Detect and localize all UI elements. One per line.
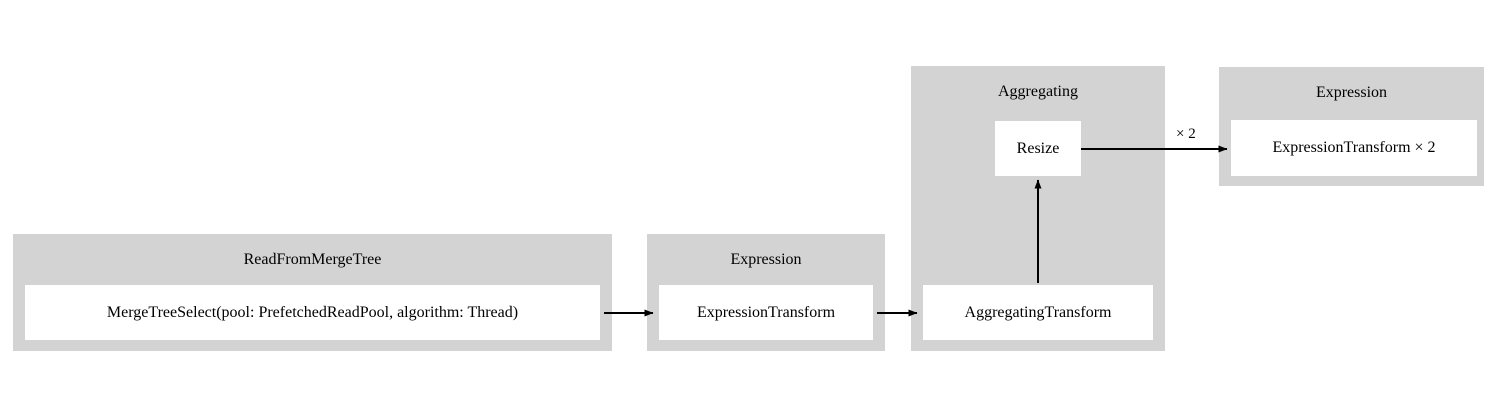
cluster-title-aggregating: Aggregating — [998, 83, 1078, 100]
cluster-title-expression-right: Expression — [1315, 84, 1388, 101]
cluster-title-read-from-merge-tree: ReadFromMergeTree — [243, 251, 382, 268]
node-merge-tree-select[interactable]: MergeTreeSelect(pool: PrefetchedReadPool… — [25, 285, 600, 340]
edge-label-resize-to-expression-transform-x2: × 2 — [1176, 126, 1196, 142]
node-expression-transform-x2[interactable]: ExpressionTransform × 2 — [1231, 120, 1477, 176]
node-aggregating-transform[interactable]: AggregatingTransform — [923, 285, 1153, 340]
node-expression-transform[interactable]: ExpressionTransform — [659, 285, 873, 340]
node-resize[interactable]: Resize — [995, 121, 1081, 176]
cluster-title-expression-middle: Expression — [730, 251, 802, 268]
